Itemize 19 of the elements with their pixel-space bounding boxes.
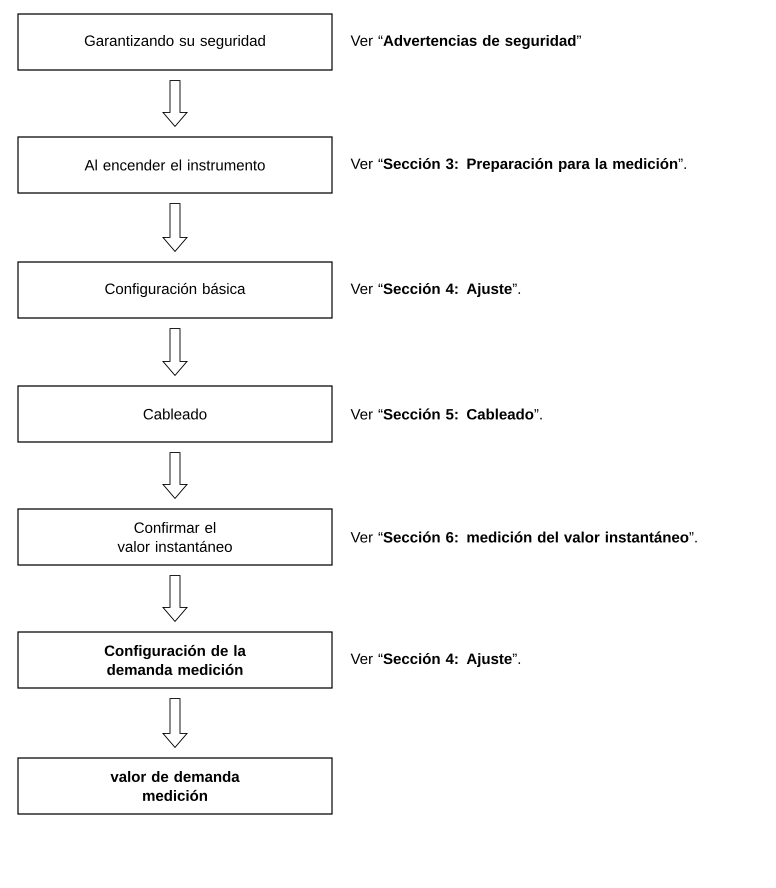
process-box: Confirmar el valor instantáneo [17, 508, 333, 566]
reference-note: Ver “Sección 4: Ajuste”. [350, 282, 520, 298]
hollow-arrow [162, 698, 188, 748]
hollow-arrow [162, 575, 188, 622]
hollow-arrow [162, 80, 188, 128]
reference-note: Ver “Advertencias de seguridad” [350, 34, 581, 50]
reference-note: Ver “Sección 3: Preparación para la medición”. [350, 158, 686, 172]
reference-note: Ver “Sección 5: Cableado”. [350, 408, 542, 420]
reference-note: Ver “Sección 6: medición del valor instantáneo”. [350, 531, 697, 543]
process-box: Garantizando su seguridad [17, 13, 333, 71]
process-box: valor de demanda medición [17, 757, 333, 815]
hollow-arrow [162, 452, 188, 500]
process-box: Al encender el instrumento [17, 136, 333, 194]
process-box: Configuración básica [17, 261, 333, 319]
process-box: Configuración de la demanda medición [17, 631, 333, 689]
hollow-arrow [162, 328, 188, 376]
reference-note: Ver “Sección 4: Ajuste”. [350, 652, 520, 668]
hollow-arrow [162, 203, 188, 252]
process-box: Cableado [17, 385, 333, 443]
